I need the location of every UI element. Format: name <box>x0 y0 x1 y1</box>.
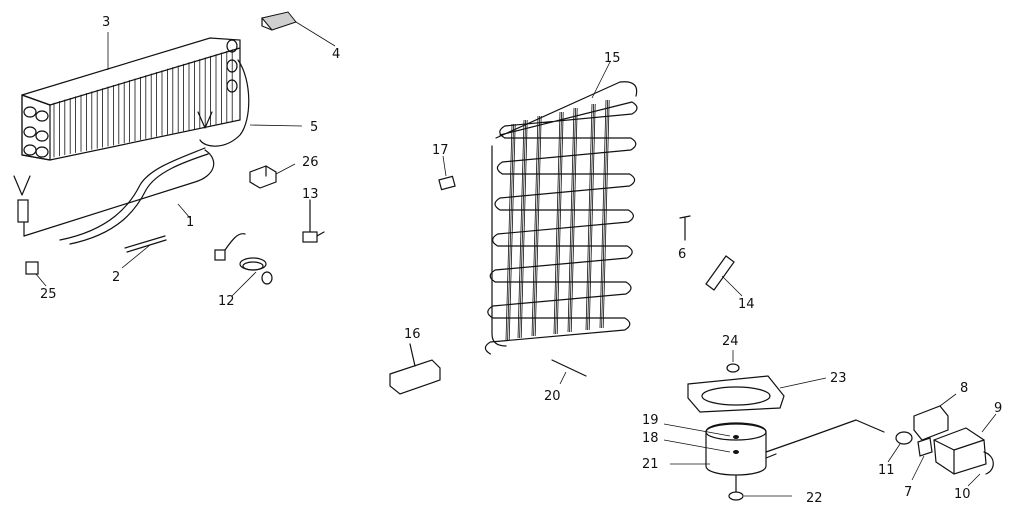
callout-4: 4 <box>332 47 340 62</box>
callout-8: 8 <box>960 381 968 396</box>
plug-25 <box>25 261 47 287</box>
thermostat-sensor-12 <box>214 233 273 297</box>
clip-4 <box>261 11 336 47</box>
cover-9 <box>933 413 997 475</box>
callout-23: 23 <box>830 371 847 386</box>
callout-20: 20 <box>544 389 561 404</box>
compressor-body <box>705 419 885 476</box>
clip-7 <box>911 437 933 481</box>
grommet-24 <box>726 350 740 373</box>
bracket-16 <box>389 343 441 395</box>
foot-22 <box>728 475 792 501</box>
relay-8 <box>913 393 957 441</box>
terminal-13 <box>302 199 325 243</box>
evaporator-coil <box>21 37 241 161</box>
base-plate-23 <box>687 375 827 413</box>
callout-19: 19 <box>642 413 659 428</box>
callout-3: 3 <box>102 15 110 30</box>
heater-tube-1 <box>13 147 215 245</box>
wire-clip-5 <box>197 111 213 129</box>
callout-25: 25 <box>40 287 57 302</box>
callout-2: 2 <box>112 270 120 285</box>
callout-18: 18 <box>642 431 659 446</box>
tube-2 <box>121 235 167 269</box>
callout-16: 16 <box>404 327 421 342</box>
callout-5: 5 <box>310 120 318 135</box>
callout-9: 9 <box>994 401 1002 416</box>
callout-26: 26 <box>302 155 319 170</box>
callout-22: 22 <box>806 491 823 506</box>
callout-1: 1 <box>186 215 194 230</box>
screw-6 <box>679 215 691 241</box>
callout-10: 10 <box>954 487 971 502</box>
callout-21: 21 <box>642 457 659 472</box>
callout-14: 14 <box>738 297 755 312</box>
callout-17: 17 <box>432 143 449 158</box>
wire-harness-5 <box>199 59 250 147</box>
callout-13: 13 <box>302 187 319 202</box>
fitting-17 <box>438 155 456 191</box>
capsule-14 <box>705 255 743 297</box>
callout-7: 7 <box>904 485 912 500</box>
callout-11: 11 <box>878 463 895 478</box>
callout-6: 6 <box>678 247 686 262</box>
retainer-10 <box>967 451 994 487</box>
callout-12: 12 <box>218 294 235 309</box>
connector-26 <box>249 163 296 189</box>
condenser-tube-20 <box>551 359 587 377</box>
callout-24: 24 <box>722 334 739 349</box>
overload-11 <box>887 431 913 463</box>
condenser-coil-15 <box>484 81 638 355</box>
callout-15: 15 <box>604 51 621 66</box>
